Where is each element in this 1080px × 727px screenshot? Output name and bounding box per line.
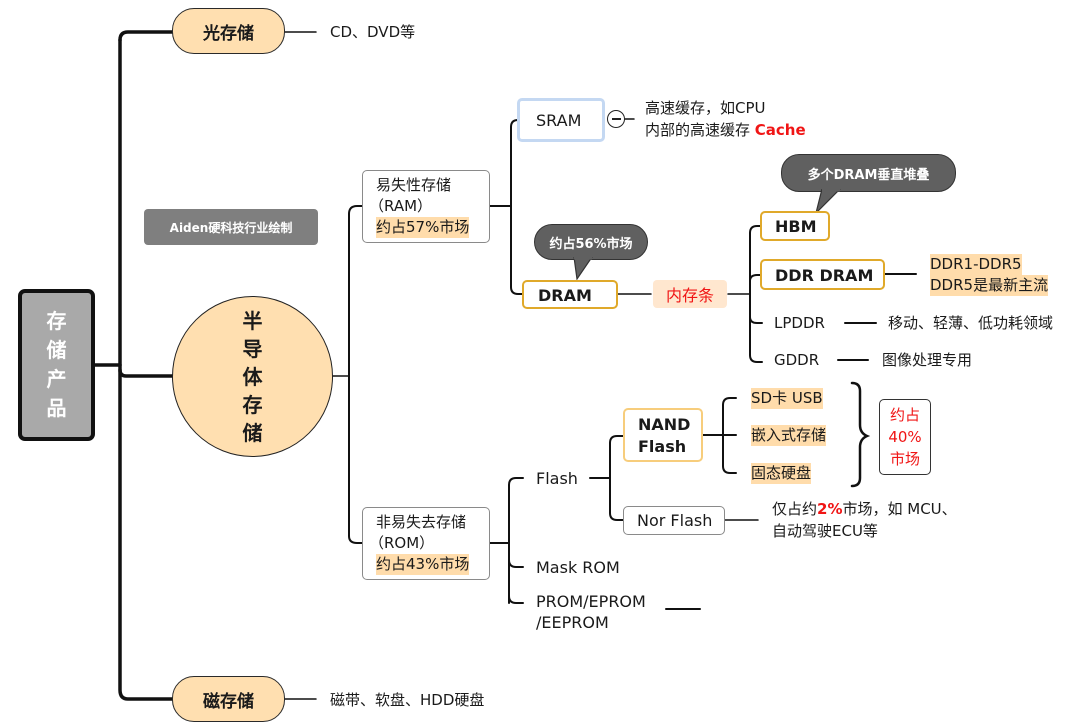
rom-abbr: （ROM） [369, 534, 435, 552]
nor-note-suffix: 市场，如 MCU、 [842, 500, 957, 518]
node-rom[interactable]: 非易失去存储 （ROM） 约占43%市场 [362, 507, 490, 580]
nand-use-item: 嵌入式存储 [751, 425, 827, 446]
ram-abbr: （RAM） [369, 197, 433, 215]
nand-share-line: 40% [888, 428, 922, 446]
hbm-callout-tail [814, 189, 841, 215]
nor-note-line2: 自动驾驶ECU等 [772, 522, 878, 540]
sram-note-line2: 内部的高速缓存 Cache [645, 120, 806, 141]
node-flash[interactable]: Flash [536, 469, 578, 488]
optical-storage-detail: CD、DVD等 [330, 23, 416, 41]
nor-note-line1: 仅占约2%市场，如 MCU、 [772, 499, 957, 520]
collapse-minus-icon[interactable] [607, 110, 625, 128]
node-lpddr[interactable]: LPDDR [774, 314, 825, 332]
node-prom-line2[interactable]: /EEPROM [536, 613, 609, 632]
nand-share-box: 约占 40% 市场 [879, 399, 931, 475]
nand-use-item: SD卡 USB [751, 388, 823, 409]
node-prom-line1[interactable]: PROM/EPROM [536, 592, 646, 611]
gddr-note: 图像处理专用 [882, 351, 973, 369]
root-char: 存 [46, 309, 67, 333]
dram-callout-tail [573, 257, 593, 281]
sram-label: SRAM [536, 111, 582, 130]
nand-share-line: 约占 [889, 406, 920, 424]
nor-note-prefix: 仅占约 [772, 500, 818, 518]
root-char: 储 [46, 338, 67, 362]
root-char: 产 [46, 367, 67, 391]
semiconductor-char: 导 [242, 336, 263, 361]
watermark-label: Aiden硬科技行业绘制 [144, 209, 318, 245]
rom-share: 约占43%市场 [376, 554, 470, 575]
node-nor-flash[interactable]: Nor Flash [623, 506, 725, 535]
root-char: 品 [46, 396, 67, 420]
sram-note-line1: 高速缓存，如CPU [645, 99, 766, 117]
nor-note-highlight: 2% [817, 500, 843, 518]
semiconductor-char: 储 [242, 420, 263, 445]
node-ram[interactable]: 易失性存储 （RAM） 约占57%市场 [362, 170, 490, 243]
node-hbm[interactable]: HBM [760, 211, 830, 241]
nor-label: Nor Flash [637, 511, 713, 530]
semiconductor-char: 半 [242, 308, 263, 333]
nand-use-item: 固态硬盘 [751, 463, 812, 484]
hbm-label: HBM [775, 217, 817, 236]
ram-title: 易失性存储 [376, 176, 452, 194]
node-magnetic-storage[interactable]: 磁存储 [172, 676, 285, 722]
ram-share: 约占57%市场 [376, 217, 470, 238]
lpddr-note: 移动、轻薄、低功耗领域 [888, 314, 1054, 332]
node-dram[interactable]: DRAM [522, 280, 618, 309]
node-ddr-dram[interactable]: DDR DRAM [760, 259, 885, 290]
nand-label-line2: Flash [638, 437, 687, 456]
node-semiconductor-storage[interactable]: 半 导 体 存 储 [172, 296, 333, 457]
rom-title: 非易失去存储 [376, 513, 467, 531]
node-gddr[interactable]: GDDR [774, 351, 820, 369]
hbm-callout: 多个DRAM垂直堆叠 [781, 154, 956, 192]
node-nand-flash[interactable]: NAND Flash [623, 408, 703, 462]
sram-note-cache: Cache [754, 121, 806, 139]
root-node-storage-products[interactable]: 存 储 产 品 [18, 289, 95, 441]
node-memory-module[interactable]: 内存条 [653, 280, 727, 308]
node-optical-storage[interactable]: 光存储 [172, 8, 285, 54]
nand-share-line: 市场 [889, 450, 920, 468]
sram-note-prefix: 内部的高速缓存 [645, 121, 755, 139]
magnetic-storage-detail: 磁带、软盘、HDD硬盘 [330, 691, 485, 709]
semiconductor-char: 体 [242, 364, 263, 389]
dram-label: DRAM [538, 286, 592, 305]
nand-label-line1: NAND [638, 415, 691, 434]
semiconductor-char: 存 [242, 392, 263, 417]
ddr-dram-label: DDR DRAM [775, 266, 874, 285]
ddr-note-line2: DDR5是最新主流 [930, 275, 1049, 296]
node-mask-rom[interactable]: Mask ROM [536, 558, 620, 577]
ddr-note-line1: DDR1-DDR5 [930, 254, 1022, 275]
dram-share-callout: 约占56%市场 [534, 224, 648, 260]
node-sram[interactable]: SRAM [517, 98, 605, 142]
